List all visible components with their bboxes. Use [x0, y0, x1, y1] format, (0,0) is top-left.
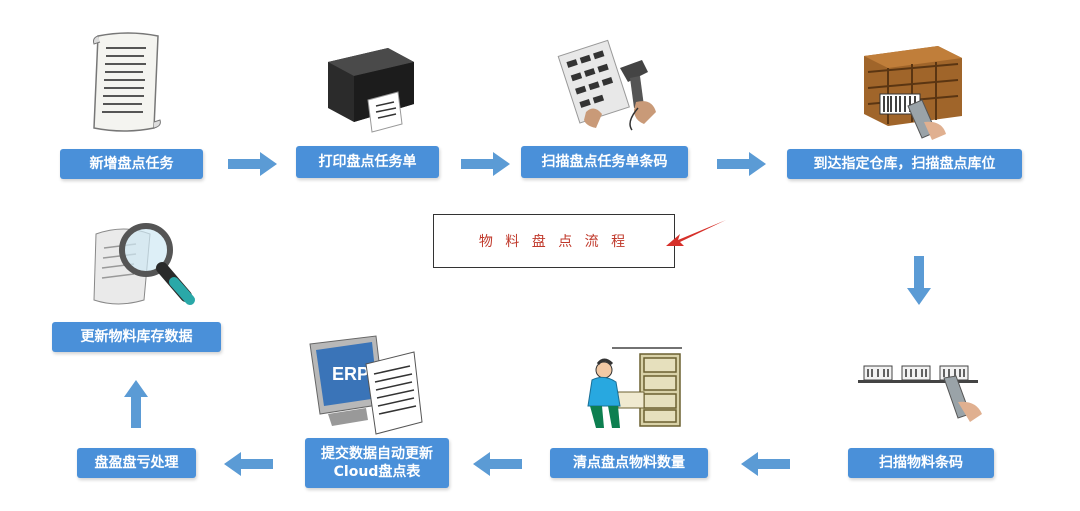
arrow-left	[473, 452, 522, 476]
document-scroll-icon	[93, 32, 161, 132]
arrow-left	[224, 452, 273, 476]
step-box-update-inventory: 更新物料库存数据	[52, 322, 221, 352]
step-label-line1: 提交数据自动更新	[321, 445, 433, 462]
barcode-scanner-icon	[557, 39, 656, 131]
step-label: 清点盘点物料数量	[573, 454, 685, 471]
step-box-submit-data: 提交数据自动更新 Cloud盘点表	[305, 438, 449, 488]
step-label-line2: Cloud盘点表	[333, 464, 421, 480]
filing-cabinet-person-icon	[587, 347, 682, 428]
erp-label: ERP	[332, 364, 369, 384]
flow-title: 物 料 盘 点 流 程	[478, 234, 630, 250]
warehouse-shelf-icon	[864, 46, 962, 140]
step-box-print-task: 打印盘点任务单	[296, 146, 439, 178]
flow-title-box: 物 料 盘 点 流 程	[433, 214, 675, 268]
red-pointer-arrow	[666, 220, 726, 246]
step-box-count-material: 清点盘点物料数量	[550, 448, 708, 478]
arrow-down	[907, 256, 931, 305]
step-label: 扫描物料条码	[879, 454, 963, 471]
arrow-up	[124, 380, 148, 428]
step-label: 盘盈盘亏处理	[94, 454, 179, 471]
step-label: 到达指定仓库，扫描盘点库位	[813, 155, 996, 172]
erp-computer-icon: ERP	[309, 335, 423, 435]
step-label: 打印盘点任务单	[318, 153, 417, 170]
step-label: 更新物料库存数据	[80, 328, 193, 345]
step-label: 扫描盘点任务单条码	[541, 153, 668, 170]
arrow-right	[461, 152, 510, 176]
step-box-scan-material-barcode: 扫描物料条码	[848, 448, 994, 478]
step-box-scan-task-barcode: 扫描盘点任务单条码	[521, 146, 688, 178]
shelf-scan-icon	[858, 365, 982, 422]
step-box-arrive-warehouse: 到达指定仓库，扫描盘点库位	[787, 149, 1022, 179]
arrow-right	[228, 152, 277, 176]
step-box-surplus-deficit: 盘盈盘亏处理	[77, 448, 196, 478]
label-printer-icon	[328, 48, 414, 133]
arrow-right	[717, 152, 766, 176]
step-box-add-task: 新增盘点任务	[60, 149, 203, 179]
arrow-left	[741, 452, 790, 476]
step-label: 新增盘点任务	[89, 155, 174, 172]
magnifier-document-icon	[93, 223, 195, 305]
